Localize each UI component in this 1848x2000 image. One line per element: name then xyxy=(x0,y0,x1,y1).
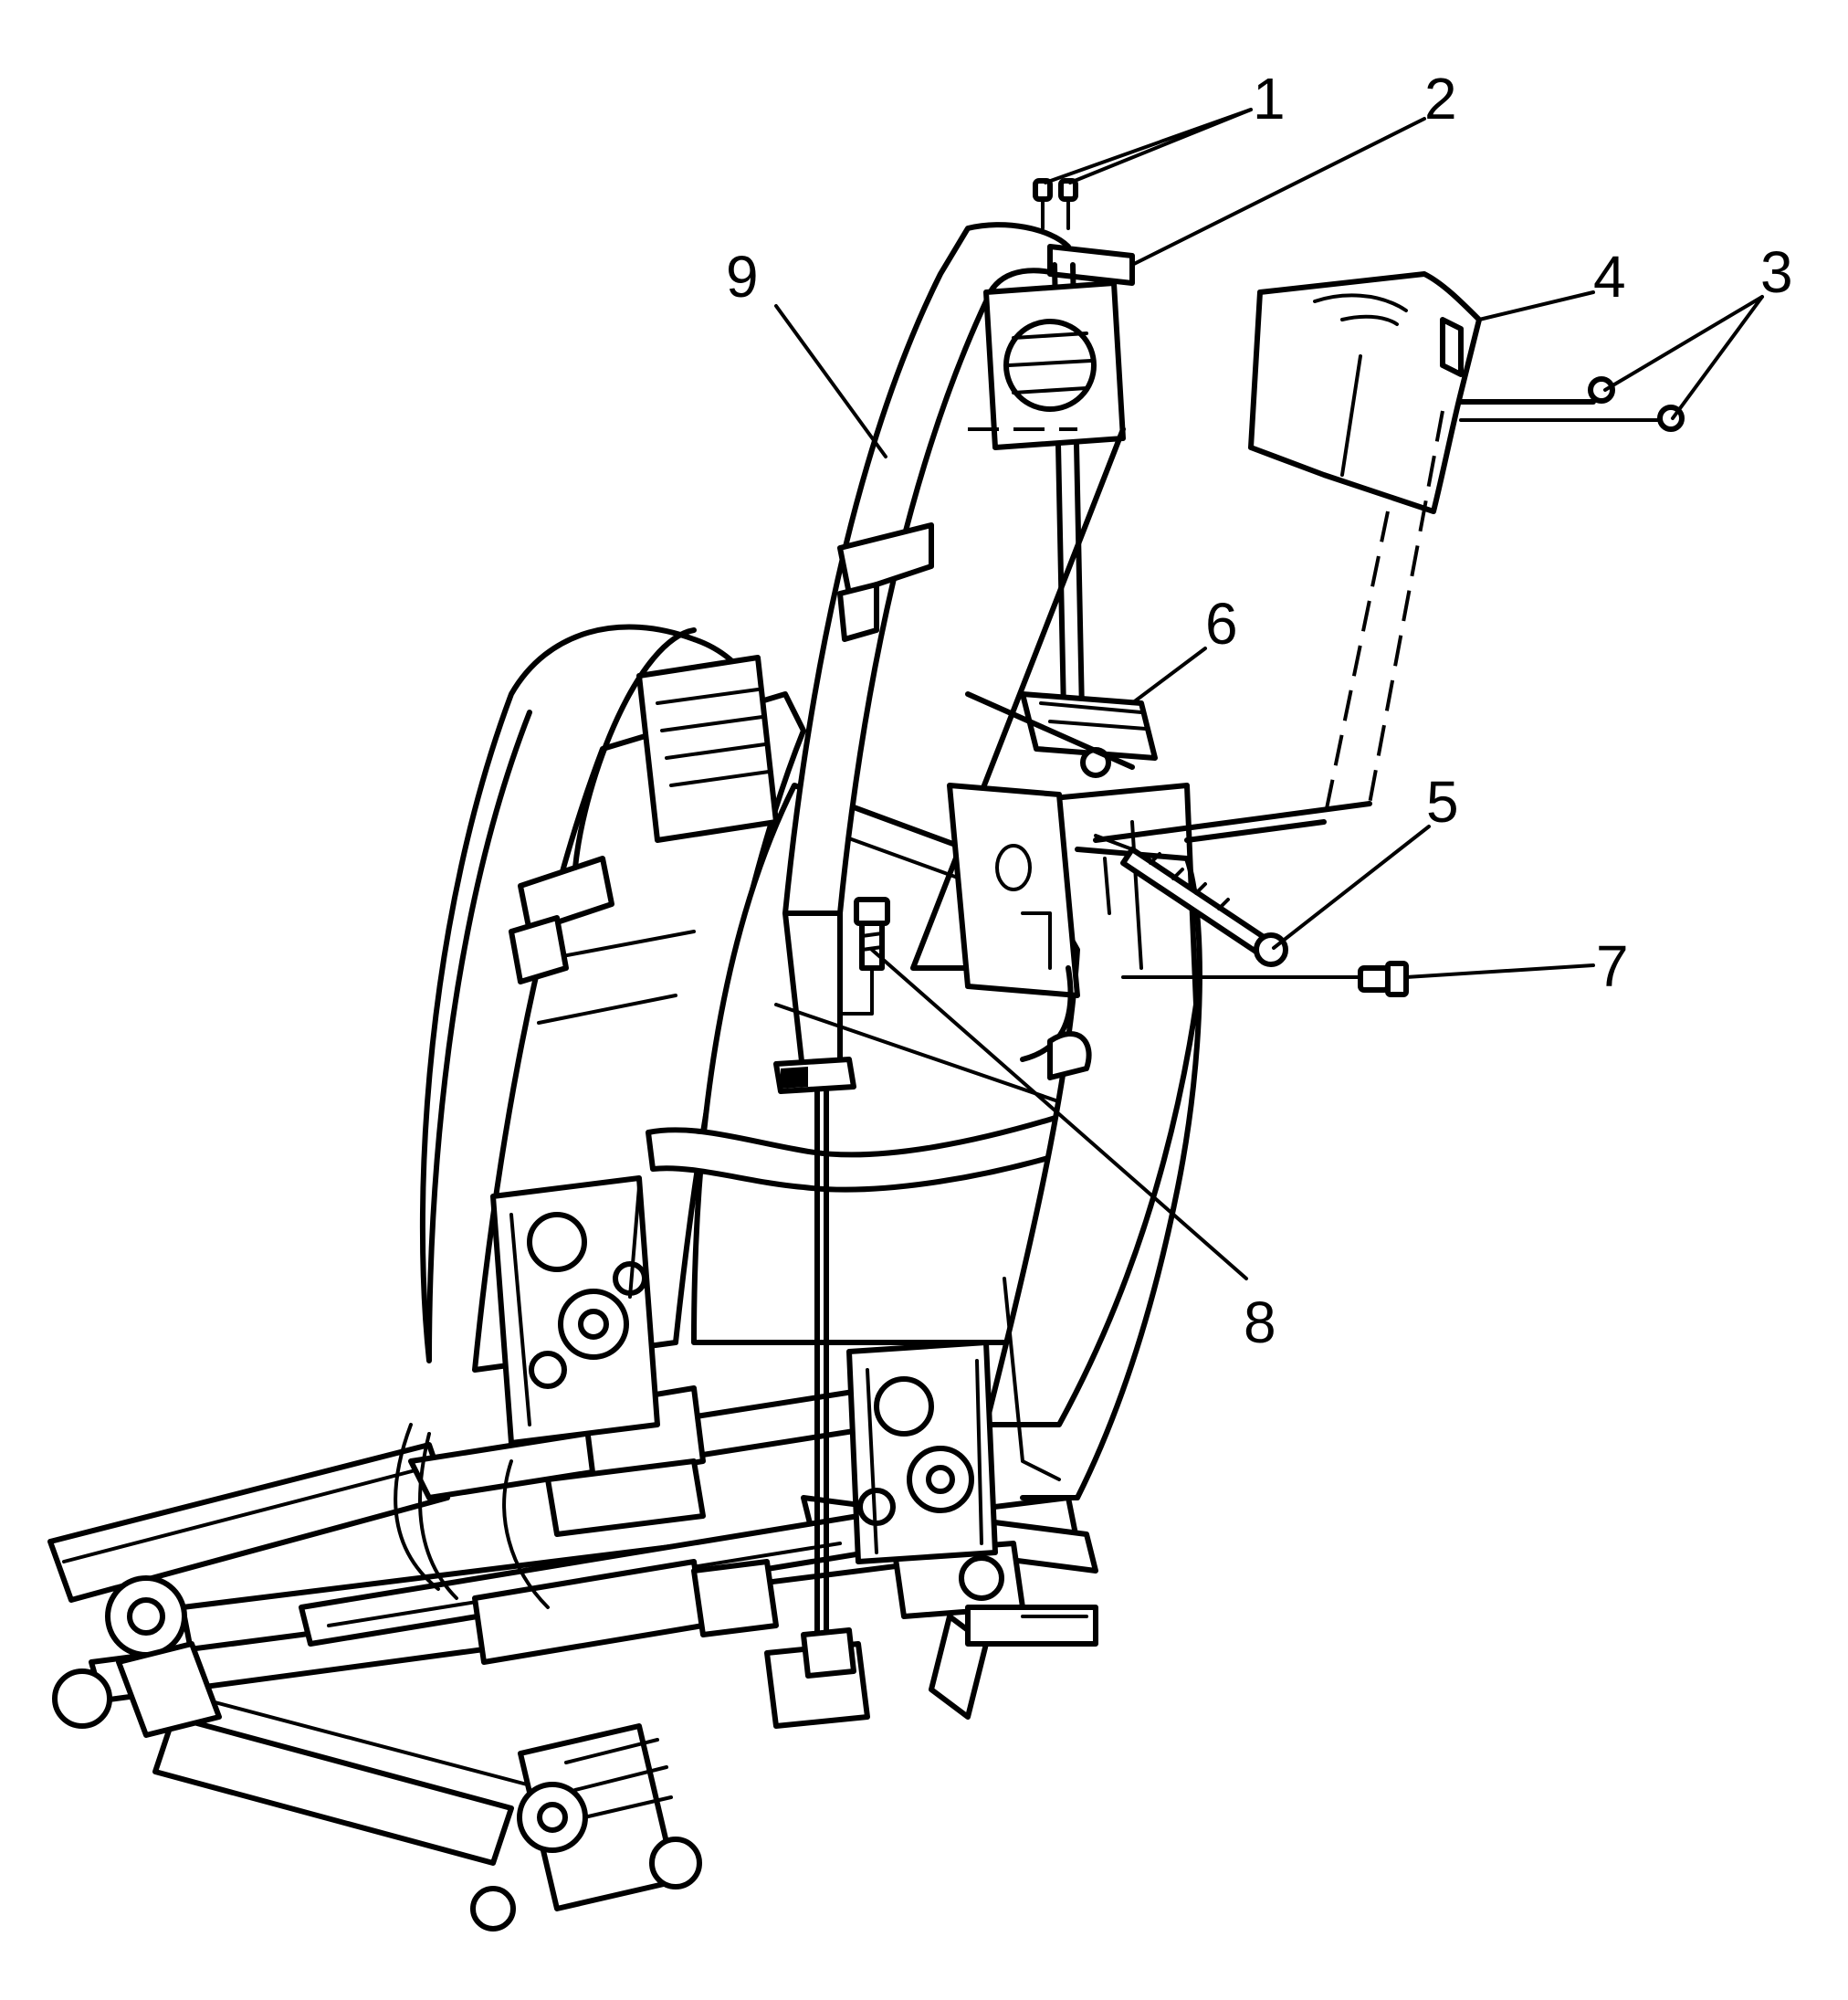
callout-6: 6 xyxy=(1205,591,1238,657)
item-2-belt-guide xyxy=(968,244,1135,715)
callout-1: 1 xyxy=(1253,66,1286,132)
callout-9: 9 xyxy=(726,244,759,310)
item-9-belt-webbing xyxy=(773,222,1071,1679)
callout-4: 4 xyxy=(1593,244,1626,310)
item-3-nuts xyxy=(1458,376,1685,432)
callout-labels: 1 2 3 4 5 6 7 8 9 xyxy=(726,66,1793,1355)
item-1-bolts xyxy=(1033,178,1078,230)
callout-7: 7 xyxy=(1596,933,1629,999)
item-8-anchor-bolt xyxy=(838,897,890,1016)
callout-3: 3 xyxy=(1760,239,1793,305)
item-4-trim-cover xyxy=(1248,271,1482,514)
callout-2: 2 xyxy=(1424,66,1457,132)
leader-lines xyxy=(774,108,1764,1280)
item-6-retractor-bracket xyxy=(1020,691,1158,778)
callout-8: 8 xyxy=(1244,1289,1276,1355)
belt-guide-panel xyxy=(910,426,1135,1080)
alignment-lines xyxy=(1093,410,1444,843)
callout-5: 5 xyxy=(1426,769,1459,835)
